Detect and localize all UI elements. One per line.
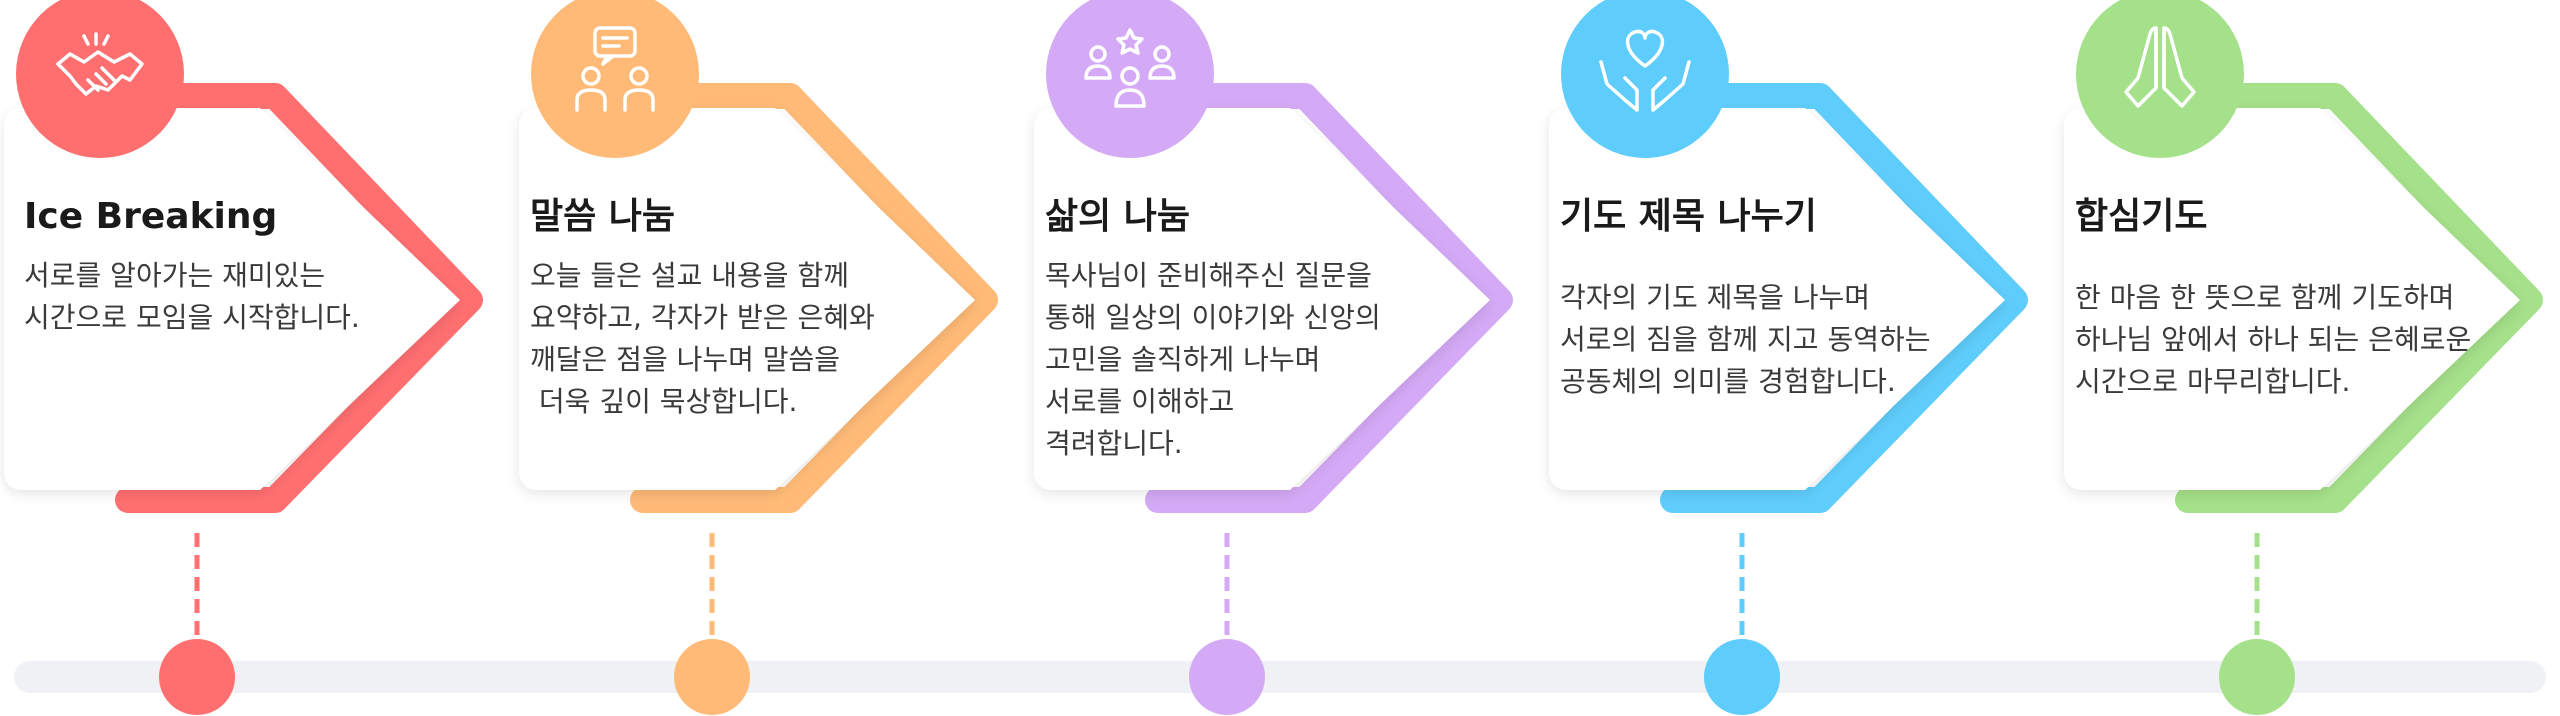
community-icon [1084, 28, 1176, 108]
stage-icon-circle [531, 0, 699, 158]
stage-frame [1660, 83, 2028, 513]
stage-card [1549, 108, 2005, 490]
stage-description-line: 격려합니다. [1045, 427, 1183, 460]
timeline-marker [1704, 639, 1780, 715]
stage-description-line: 서로를 알아가는 재미있는 [24, 259, 325, 292]
stage-card [1034, 108, 1490, 490]
stage-icon-circle [1561, 0, 1729, 158]
stage-description-line: 시간으로 모임을 시작합니다. [24, 301, 360, 334]
timeline-marker [674, 639, 750, 715]
timeline-track [14, 661, 2546, 693]
stage-description-line: 서로의 짐을 함께 지고 동역하는 [1560, 323, 1930, 356]
timeline-marker [159, 639, 235, 715]
stage-description-line: 서로를 이해하고 [1045, 385, 1234, 418]
conversation-icon [575, 26, 655, 112]
stage-icon-circle [2076, 0, 2244, 158]
stage-icon-circle [1046, 0, 1214, 158]
stage-description-line: 통해 일상의 이야기와 신앙의 [1045, 301, 1381, 334]
stage-title: 기도 제목 나누기 [1560, 196, 1817, 237]
stage-frame [2175, 83, 2543, 513]
stage-description-line: 오늘 들은 설교 내용을 함께 [530, 259, 849, 292]
stage-description-line: 목사님이 준비해주신 질문을 [1045, 259, 1372, 292]
timeline-marker [2219, 639, 2295, 715]
timeline-marker [1189, 639, 1265, 715]
stage-title: 합심기도 [2075, 196, 2207, 237]
stage-description-line: 공동체의 의미를 경험합니다. [1560, 365, 1896, 398]
stage-description-line: 시간으로 마무리합니다. [2075, 365, 2350, 398]
stage-description-line: 하나님 앞에서 하나 되는 은혜로운 [2075, 323, 2471, 356]
stage-description-line: 각자의 기도 제목을 나누며 [1560, 281, 1870, 314]
stage-frame [630, 83, 998, 513]
stage-card [4, 108, 460, 490]
heart-hands-icon [1599, 29, 1691, 112]
stage-card [2064, 108, 2520, 490]
stage-description-line: 깨달은 점을 나누며 말씀을 [530, 343, 840, 376]
stage-description-line: 요약하고, 각자가 받은 은혜와 [530, 301, 875, 334]
stage-title: 말씀 나눔 [530, 196, 675, 237]
stage-frame [115, 83, 483, 513]
stage-description-line: 한 마음 한 뜻으로 함께 기도하며 [2075, 281, 2454, 314]
stage-description-line: 더욱 깊이 묵상합니다. [530, 385, 797, 418]
stage-frame [1145, 83, 1513, 513]
stage-title: 삶의 나눔 [1045, 196, 1190, 237]
handshake-icon [56, 32, 144, 96]
stage-description-line: 고민을 솔직하게 나누며 [1045, 343, 1320, 376]
praying-hands-icon [2124, 26, 2196, 108]
stage-card [519, 108, 975, 490]
stage-title: Ice Breaking [24, 196, 277, 237]
